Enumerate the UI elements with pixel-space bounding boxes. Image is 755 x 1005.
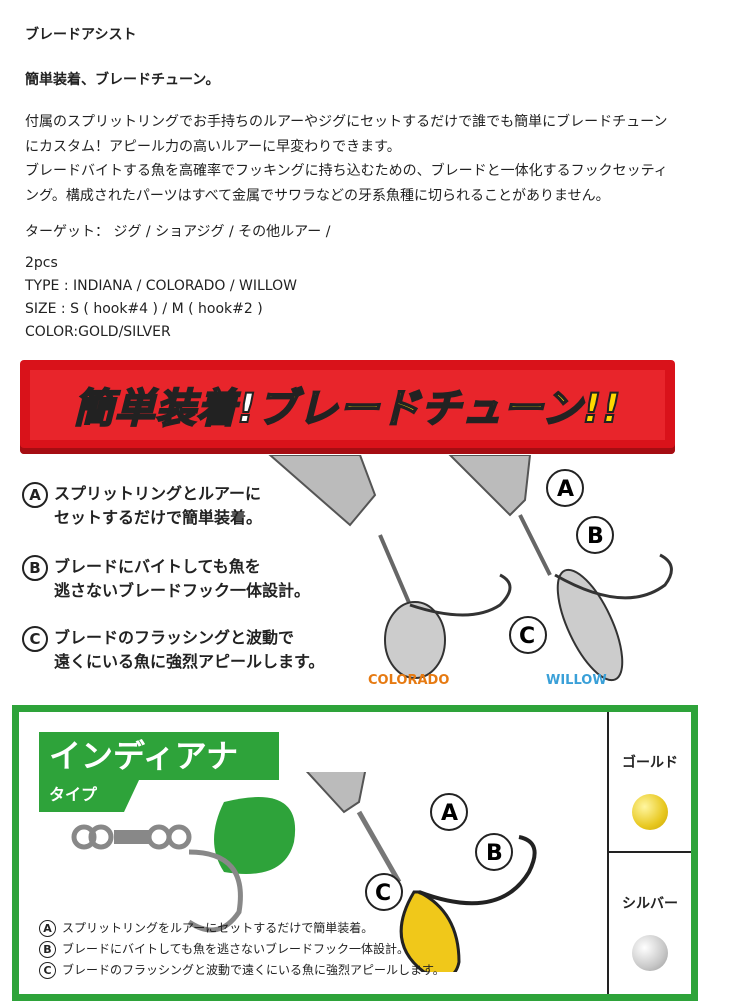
- hook-icon: [554, 553, 673, 600]
- indiana-title: インディアナ: [39, 732, 279, 780]
- spec-size: SIZE : S ( hook#4 ) / M ( hook#2 ): [25, 301, 263, 317]
- color-silver: シルバー: [609, 853, 691, 994]
- blade-silhouette: [214, 797, 296, 874]
- lure-body-right: [448, 455, 532, 517]
- silver-swatch: [632, 935, 668, 971]
- indiana-illustration: A B C: [71, 772, 537, 972]
- callout-a: A: [557, 477, 574, 502]
- willow-label: WILLOW: [546, 673, 607, 688]
- target-line: ターゲット： ジグ / ショアジグ / その他ルアー /: [25, 224, 331, 240]
- product-title: ブレードアシスト: [25, 27, 137, 43]
- spec-color: COLOR:GOLD/SILVER: [25, 324, 171, 340]
- lure-body-left: [268, 455, 377, 527]
- description-line: にカスタム！アピール力の高いルアーに早変わりできます。: [25, 138, 401, 155]
- callout-a: A: [441, 801, 458, 826]
- specs: 2pcs TYPE : INDIANA / COLORADO / WILLOW …: [25, 252, 297, 344]
- gold-swatch: [632, 794, 668, 830]
- callout-b: B: [486, 841, 503, 866]
- description: 付属のスプリットリングでお手持ちのルアーやジグにセットするだけで誰でも簡単にブレ…: [25, 110, 740, 208]
- callout-c: C: [519, 624, 535, 649]
- colorado-label: COLORADO: [368, 673, 450, 688]
- color-options: ゴールド シルバー: [607, 712, 691, 994]
- description-line: ブレードバイトする魚を高確率でフッキングに持ち込むための、ブレードと一体化するフ…: [25, 163, 668, 179]
- headline: 簡単装着、ブレードチューン。: [25, 72, 220, 88]
- spec-qty: 2pcs: [25, 255, 58, 271]
- banner-text-2: ブレードチューン!!: [256, 385, 622, 433]
- hook-icon: [409, 573, 512, 617]
- blade-illustration: A B C: [268, 455, 673, 682]
- description-line: 付属のスプリットリングでお手持ちのルアーやジグにセットするだけで誰でも簡単にブレ…: [25, 114, 668, 130]
- spec-type: TYPE : INDIANA / COLORADO / WILLOW: [25, 278, 297, 294]
- promo-banner: 簡単装着! ブレードチューン!!: [20, 360, 675, 454]
- color-gold: ゴールド: [609, 712, 691, 853]
- banner-text-1: 簡単装着!: [73, 385, 257, 433]
- willow-blade: [556, 568, 624, 682]
- hook-icon: [418, 835, 537, 906]
- colorado-blade: [384, 601, 446, 679]
- description-line: ング。構成されたパーツはすべて金属でサワラなどの牙系魚種に切られることがありませ…: [25, 187, 610, 204]
- callout-c: C: [375, 881, 391, 906]
- indiana-subtitle: タイプ: [39, 780, 139, 812]
- gold-blade: [399, 890, 461, 972]
- callout-b: B: [587, 524, 604, 549]
